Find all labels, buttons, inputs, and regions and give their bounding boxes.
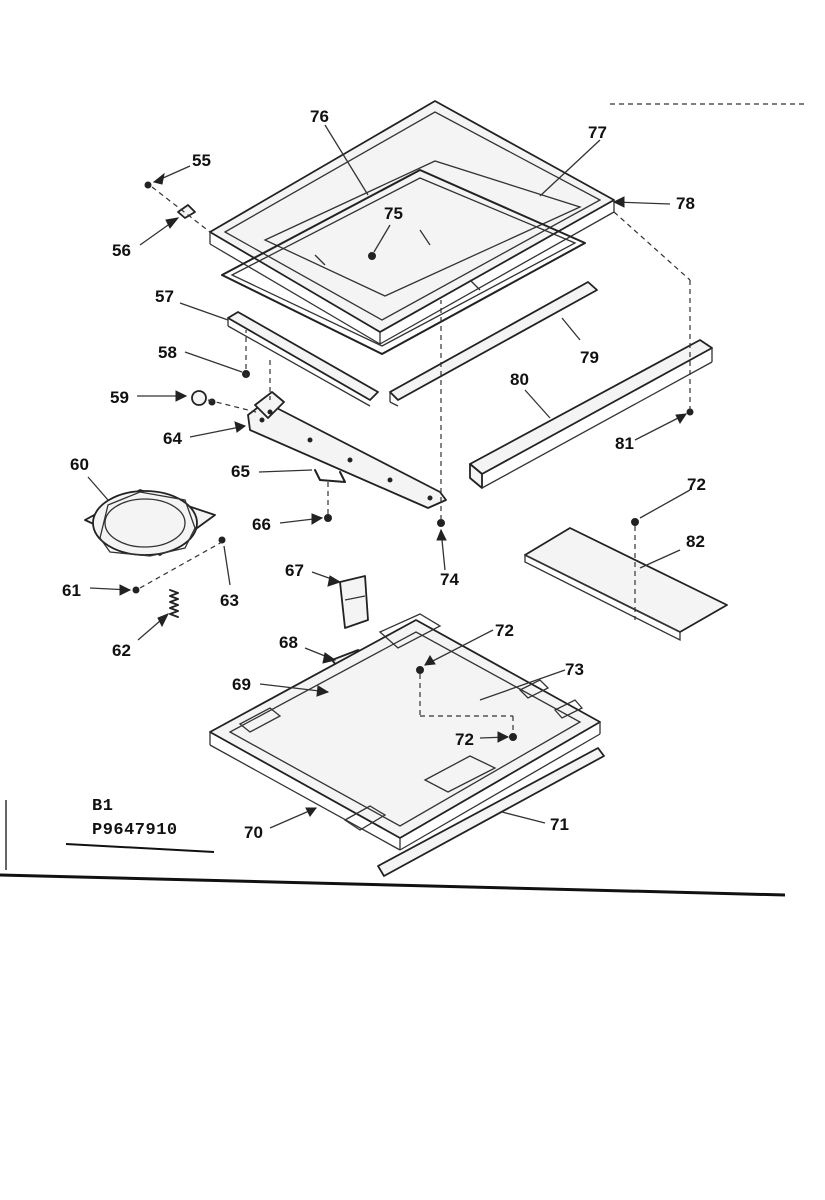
clip-65 xyxy=(314,469,346,483)
callout-72-mid: 72 xyxy=(495,621,514,640)
part-56-clip xyxy=(177,204,196,219)
drawing-number-underline xyxy=(65,843,215,853)
part-74-screw xyxy=(437,519,445,527)
callout-57: 57 xyxy=(155,287,174,306)
callout-69: 69 xyxy=(232,675,251,694)
callout-71: 71 xyxy=(550,815,569,834)
part-55-screw xyxy=(144,181,152,189)
callout-66: 66 xyxy=(252,515,271,534)
part-67-bracket xyxy=(339,575,369,629)
callout-72-low: 72 xyxy=(455,730,474,749)
callout-80: 80 xyxy=(510,370,529,389)
part-59-washer xyxy=(191,390,207,406)
rail-79 xyxy=(389,281,598,407)
callout-68: 68 xyxy=(279,633,298,652)
rail-80 xyxy=(469,339,713,489)
callout-62: 62 xyxy=(112,641,131,660)
part-72-screw-b xyxy=(416,666,424,674)
callout-61: 61 xyxy=(62,581,81,600)
callout-labels: 55 56 57 58 59 60 61 62 63 64 65 66 67 6… xyxy=(62,107,706,842)
callout-67: 67 xyxy=(285,561,304,580)
part-61-screw xyxy=(132,586,140,594)
rail-57 xyxy=(227,311,379,407)
callout-64: 64 xyxy=(163,429,182,448)
cover-82 xyxy=(524,527,728,642)
base-pan-73 xyxy=(209,613,601,851)
part-75-screw xyxy=(368,252,376,260)
part-63-screw xyxy=(218,536,226,544)
part-72-screw-c xyxy=(509,733,517,741)
bracket-64 xyxy=(247,391,447,509)
callout-77: 77 xyxy=(588,123,607,142)
callout-59: 59 xyxy=(110,388,129,407)
part-66-screw xyxy=(324,514,332,522)
callout-58: 58 xyxy=(158,343,177,362)
rail-71 xyxy=(377,747,605,877)
callout-65: 65 xyxy=(231,462,250,481)
callout-76: 76 xyxy=(310,107,329,126)
part-72-screw-a xyxy=(631,518,639,526)
drawing-number: P9647910 xyxy=(92,821,178,840)
glass-panel xyxy=(221,169,586,355)
callout-73: 73 xyxy=(565,660,584,679)
callout-81: 81 xyxy=(615,434,634,453)
fan-assembly-60 xyxy=(84,489,216,557)
callout-70: 70 xyxy=(244,823,263,842)
drawing-code: B1 xyxy=(92,797,113,816)
callout-56: 56 xyxy=(112,241,131,260)
callout-63: 63 xyxy=(220,591,239,610)
callout-75: 75 xyxy=(384,204,403,223)
callout-82: 82 xyxy=(686,532,705,551)
bottom-rule xyxy=(0,873,786,897)
leader-arrowheads xyxy=(119,172,688,817)
frame-76 xyxy=(209,100,615,345)
assembly-lines xyxy=(139,186,691,734)
callout-79: 79 xyxy=(580,348,599,367)
callout-74: 74 xyxy=(440,570,459,589)
callout-55: 55 xyxy=(192,151,211,170)
spring-62 xyxy=(169,589,179,618)
callout-78: 78 xyxy=(676,194,695,213)
callout-72-top: 72 xyxy=(687,475,706,494)
callout-60: 60 xyxy=(70,455,89,474)
